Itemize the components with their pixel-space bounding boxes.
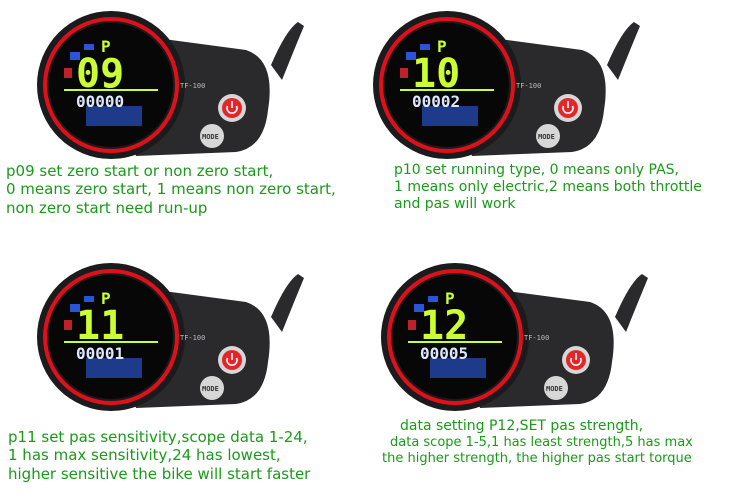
handlebar-clamp: [271, 22, 304, 80]
indicator-red: [64, 68, 72, 78]
display-device-svg: P 12 00005 TF-100 MODE: [381, 263, 648, 411]
mode-button[interactable]: [200, 376, 224, 400]
mode-label: MODE: [546, 385, 563, 393]
caption-line: and pas will work: [394, 196, 516, 213]
mode-label: MODE: [538, 133, 555, 141]
indicator-square: [414, 304, 424, 312]
mode-button[interactable]: [200, 124, 224, 148]
model-label: TF-100: [180, 82, 205, 90]
model-label: TF-100: [180, 334, 205, 342]
param-letter: P: [445, 289, 455, 308]
lcd-blue-block: [86, 358, 142, 378]
caption-line: data scope 1-5,1 has least strength,5 ha…: [390, 435, 693, 451]
param-value: 00000: [76, 92, 124, 111]
caption-line: p09 set zero start or non zero start,: [6, 162, 274, 180]
power-icon: [226, 357, 238, 366]
indicator-square: [428, 296, 438, 302]
red-ring: [43, 17, 179, 153]
caption-p12: data setting P12,SET pas strength, data …: [382, 418, 693, 467]
power-icon: [562, 105, 574, 114]
mode-label: MODE: [202, 133, 219, 141]
red-ring: [387, 269, 523, 405]
indicator-square: [420, 44, 430, 50]
model-label: TF-100: [516, 82, 541, 90]
param-letter: P: [101, 37, 111, 56]
param-code: 11: [76, 303, 124, 349]
indicator-red: [400, 68, 408, 78]
indicator-red: [408, 320, 416, 330]
param-letter: P: [101, 289, 111, 308]
caption-line: p10 set running type, 0 means only PAS,: [394, 162, 679, 178]
handlebar-clamp: [271, 274, 304, 332]
caption-line: 0 means zero start, 1 means non zero sta…: [6, 180, 336, 199]
caption-line: higher sensitive the bike will start fas…: [8, 464, 311, 483]
red-ring: [379, 17, 515, 153]
caption-p09: p09 set zero start or non zero start, 0 …: [6, 162, 336, 217]
indicator-square: [84, 44, 94, 50]
caption-line: 1 has max sensitivity,24 has lowest,: [8, 446, 281, 465]
power-icon: [570, 357, 582, 366]
caption-line: data setting P12,SET pas strength,: [400, 418, 644, 434]
param-value: 00002: [412, 92, 460, 111]
display-device-3: P 11 00001 TF-100 MODE: [36, 262, 336, 417]
mode-button[interactable]: [536, 124, 560, 148]
lcd-blue-block: [430, 358, 486, 378]
indicator-square: [84, 296, 94, 302]
caption-line: the higher strength, the higher pas star…: [382, 450, 692, 466]
display-device-svg: P 11 00001 TF-100 MODE: [37, 263, 304, 411]
power-icon: [226, 105, 238, 114]
display-device-svg: P 09 00000 TF-100 MODE: [37, 11, 304, 159]
param-code: 09: [76, 51, 124, 97]
param-code: 12: [420, 303, 468, 349]
param-code: 10: [412, 51, 460, 97]
mode-button[interactable]: [544, 376, 568, 400]
mode-label: MODE: [202, 385, 219, 393]
lcd-blue-block: [422, 106, 478, 126]
display-device-4: P 12 00005 TF-100 MODE: [380, 262, 680, 417]
lcd-blue-block: [86, 106, 142, 126]
indicator-red: [64, 320, 72, 330]
caption-line: 1 means only electric,2 means both throt…: [394, 179, 702, 196]
display-device-svg: P 10 00002 TF-100 MODE: [373, 11, 640, 159]
indicator-square: [406, 52, 416, 60]
display-device-2: P 10 00002 TF-100 MODE: [372, 10, 672, 165]
caption-p10: p10 set running type, 0 means only PAS, …: [394, 162, 702, 213]
param-value: 00001: [76, 344, 124, 363]
indicator-square: [70, 304, 80, 312]
param-value: 00005: [420, 344, 468, 363]
param-letter: P: [437, 37, 447, 56]
handlebar-clamp: [615, 274, 648, 332]
caption-line: non zero start need run-up: [6, 198, 208, 217]
caption-p11: p11 set pas sensitivity,scope data 1-24,…: [8, 428, 310, 483]
model-label: TF-100: [524, 334, 549, 342]
handlebar-clamp: [607, 22, 640, 80]
display-device-1: P 09 00000 TF-100 MODE: [36, 10, 336, 165]
red-ring: [43, 269, 179, 405]
indicator-square: [70, 52, 80, 60]
caption-line: p11 set pas sensitivity,scope data 1-24,: [8, 428, 308, 446]
